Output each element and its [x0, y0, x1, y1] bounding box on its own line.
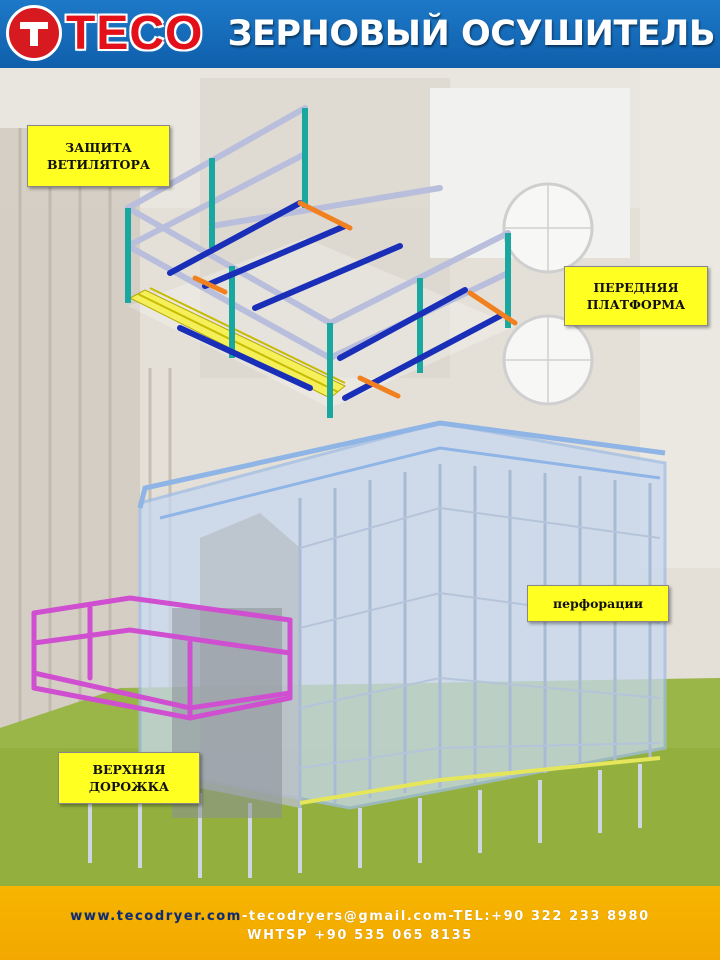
contact-line-1: www.tecodryer.com-tecodryers@gmail.com-T…	[0, 907, 720, 926]
fan-guard-frame	[125, 105, 518, 418]
contact-info: www.tecodryer.com-tecodryers@gmail.com-T…	[0, 907, 720, 945]
header-bar: TECO ЗЕРНОВЫЙ ОСУШИТЕЛЬ	[0, 0, 720, 68]
dryer-drawing	[0, 68, 720, 886]
teco-logo-glyph	[20, 22, 48, 46]
top-walkway-frame	[31, 595, 293, 721]
page-title: ЗЕРНОВЫЙ ОСУШИТЕЛЬ	[227, 14, 716, 54]
teco-logo-icon	[6, 5, 62, 61]
logo-wordmark: TECO	[66, 7, 204, 60]
footer-bar	[0, 886, 720, 960]
callout-fan-guard: ЗАЩИТА ВЕТИЛЯТОРА	[27, 125, 170, 187]
email-phone-text: -tecodryers@gmail.com-TEL:+90 322 233 89…	[241, 909, 650, 924]
whatsapp-text: WHTSP +90 535 065 8135	[247, 928, 473, 943]
callout-perforation: перфорации	[527, 585, 669, 622]
callout-top-walkway: ВЕРХНЯЯ ДОРОЖКА	[58, 752, 200, 804]
callout-front-platform: ПЕРЕДНЯЯ ПЛАТФОРМА	[564, 266, 708, 326]
dryer-illustration	[0, 68, 720, 886]
website-link[interactable]: www.tecodryer.com	[70, 909, 242, 924]
